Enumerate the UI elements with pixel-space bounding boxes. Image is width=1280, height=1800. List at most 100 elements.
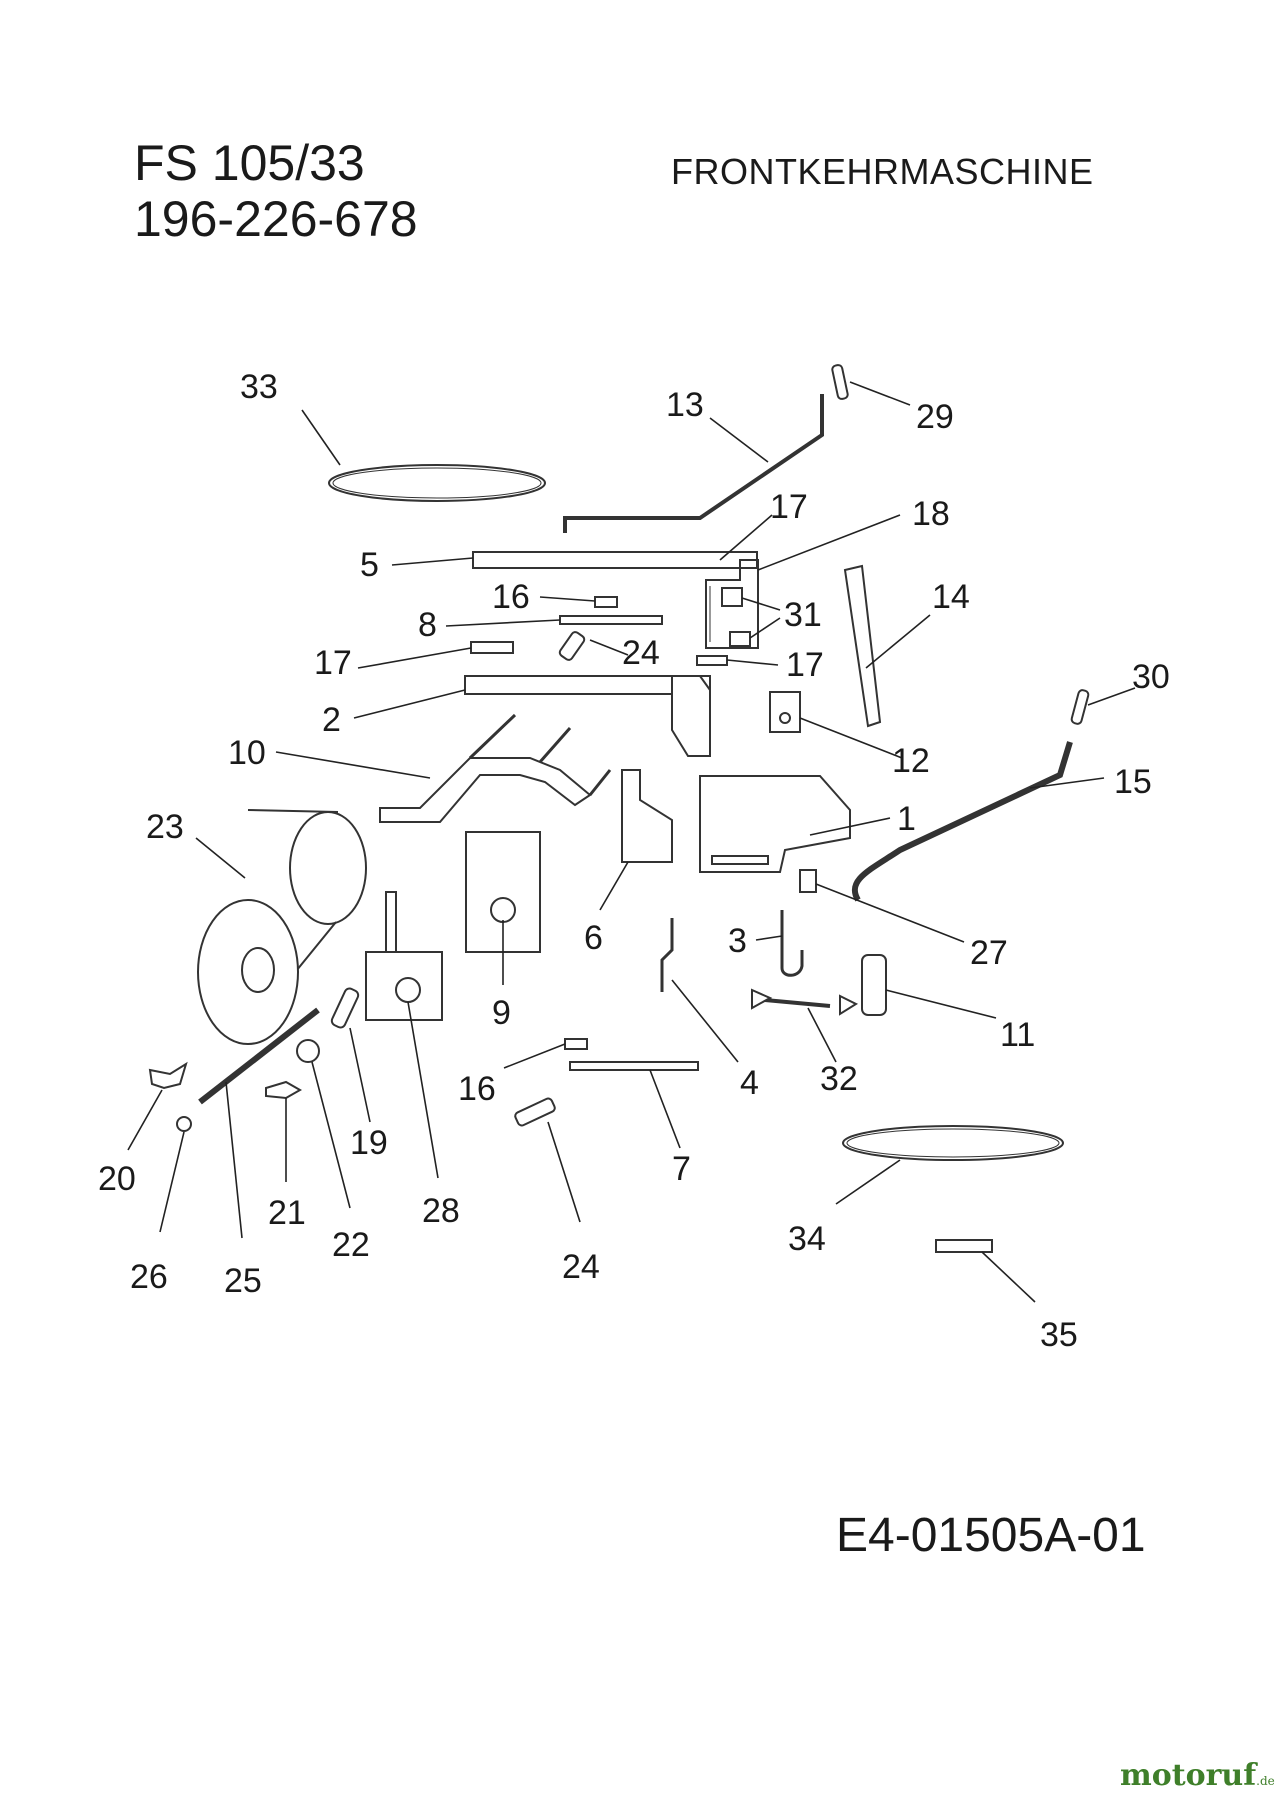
part-33-belt-inner [332,467,542,499]
callout-25: 25 [224,1262,262,1300]
leader-24b [547,1121,581,1223]
callout-35: 35 [1040,1316,1078,1354]
part-2-end-plate [671,675,711,757]
leader-17b [357,647,472,669]
part-18-bracket [705,559,759,649]
part-20-wing-nut [148,1061,188,1090]
leader-20 [127,1089,163,1151]
leader-22 [311,1061,351,1209]
part-32-wing-screw [764,998,831,1008]
part-4-pin [660,918,674,992]
brand-logo: motoruf.de [1120,1758,1275,1793]
callout-12: 12 [892,742,930,780]
leader-17c [726,659,779,666]
leader-16b [503,1043,566,1069]
part-24-spring-top [558,631,586,661]
leader-26 [159,1131,185,1233]
leader-31b [749,617,781,639]
callout-10: 10 [228,734,266,772]
leader-5 [391,557,474,566]
callout-7: 7 [672,1150,691,1188]
part-28-gearbox [365,951,443,1021]
callout-24b: 24 [562,1248,600,1286]
leader-29 [849,381,911,406]
callout-18: 18 [912,495,950,533]
part-23-drum-front [197,899,299,1045]
part-23-drum-back [289,811,367,925]
leader-34 [835,1159,901,1205]
part-11-latch [861,954,887,1016]
leader-23 [195,837,246,879]
callout-30: 30 [1132,658,1170,696]
part-13-lever [563,394,824,533]
brand-name: motoruf [1120,1758,1257,1793]
callout-17c: 17 [786,646,824,684]
leader-17a [719,514,773,561]
callout-24a: 24 [622,634,660,672]
callout-15: 15 [1114,763,1152,801]
part-1-bracket-plate [699,775,851,873]
callout-17a: 17 [770,488,808,526]
leader-33 [301,409,341,466]
part-34-belt-inner [846,1128,1060,1158]
part-6-bracket [621,769,673,863]
callout-8: 8 [418,606,437,644]
part-16-pad-lower [564,1038,588,1050]
brand-suffix: .de [1256,1774,1275,1788]
part-number: 196-226-678 [134,191,418,247]
part-23-drum-hub [241,947,275,993]
callout-26: 26 [130,1258,168,1296]
leader-2 [353,689,466,719]
callout-32: 32 [820,1060,858,1098]
callout-13: 13 [666,386,704,424]
leader-11 [885,989,997,1019]
part-26-nut [176,1116,192,1132]
part-30-grip [1070,689,1090,725]
part-10-rod-c [588,769,612,796]
leader-24a [589,639,629,656]
part-34-belt [842,1125,1064,1161]
callout-9: 9 [492,994,511,1032]
part-7-strip [569,1061,699,1071]
leader-35 [981,1251,1036,1303]
part-16-pad-top [594,596,618,608]
leader-13 [709,417,769,463]
leader-28 [407,1001,439,1179]
callout-1: 1 [897,800,916,838]
callout-21: 21 [268,1194,306,1232]
callout-27: 27 [970,934,1008,972]
part-2-frame-bar [464,675,711,695]
part-5-bar [472,551,758,569]
leader-1 [809,817,891,836]
part-10-support-arm [379,757,592,823]
part-33-belt [328,464,546,502]
part-12-hole [779,712,791,724]
part-19-spacer [330,987,360,1029]
part-27-spring [799,869,817,893]
leader-7 [649,1069,681,1149]
leader-15 [1029,777,1105,789]
leader-4 [671,979,739,1063]
callout-3: 3 [728,922,747,960]
callout-33: 33 [240,368,278,406]
leader-19 [349,1027,371,1123]
leader-12 [799,717,903,759]
part-31-clip-a [721,587,743,607]
diagram-title: FRONTKEHRMASCHINE [671,151,1094,192]
callout-16b: 16 [458,1070,496,1108]
callout-19: 19 [350,1124,388,1162]
leader-32 [807,1007,837,1063]
callout-28: 28 [422,1192,460,1230]
part-29-grip [831,364,849,400]
part-32-wing-right [839,994,859,1016]
leader-18 [757,514,901,571]
part-1-slot [711,855,769,865]
part-28-shaft [385,891,397,953]
callout-2: 2 [322,701,341,739]
part-17-pad-right [696,655,728,666]
part-14-rail [843,564,882,728]
leader-27 [815,883,965,943]
callout-11: 11 [1000,1016,1035,1054]
document-id: E4-01505A-01 [836,1509,1146,1562]
